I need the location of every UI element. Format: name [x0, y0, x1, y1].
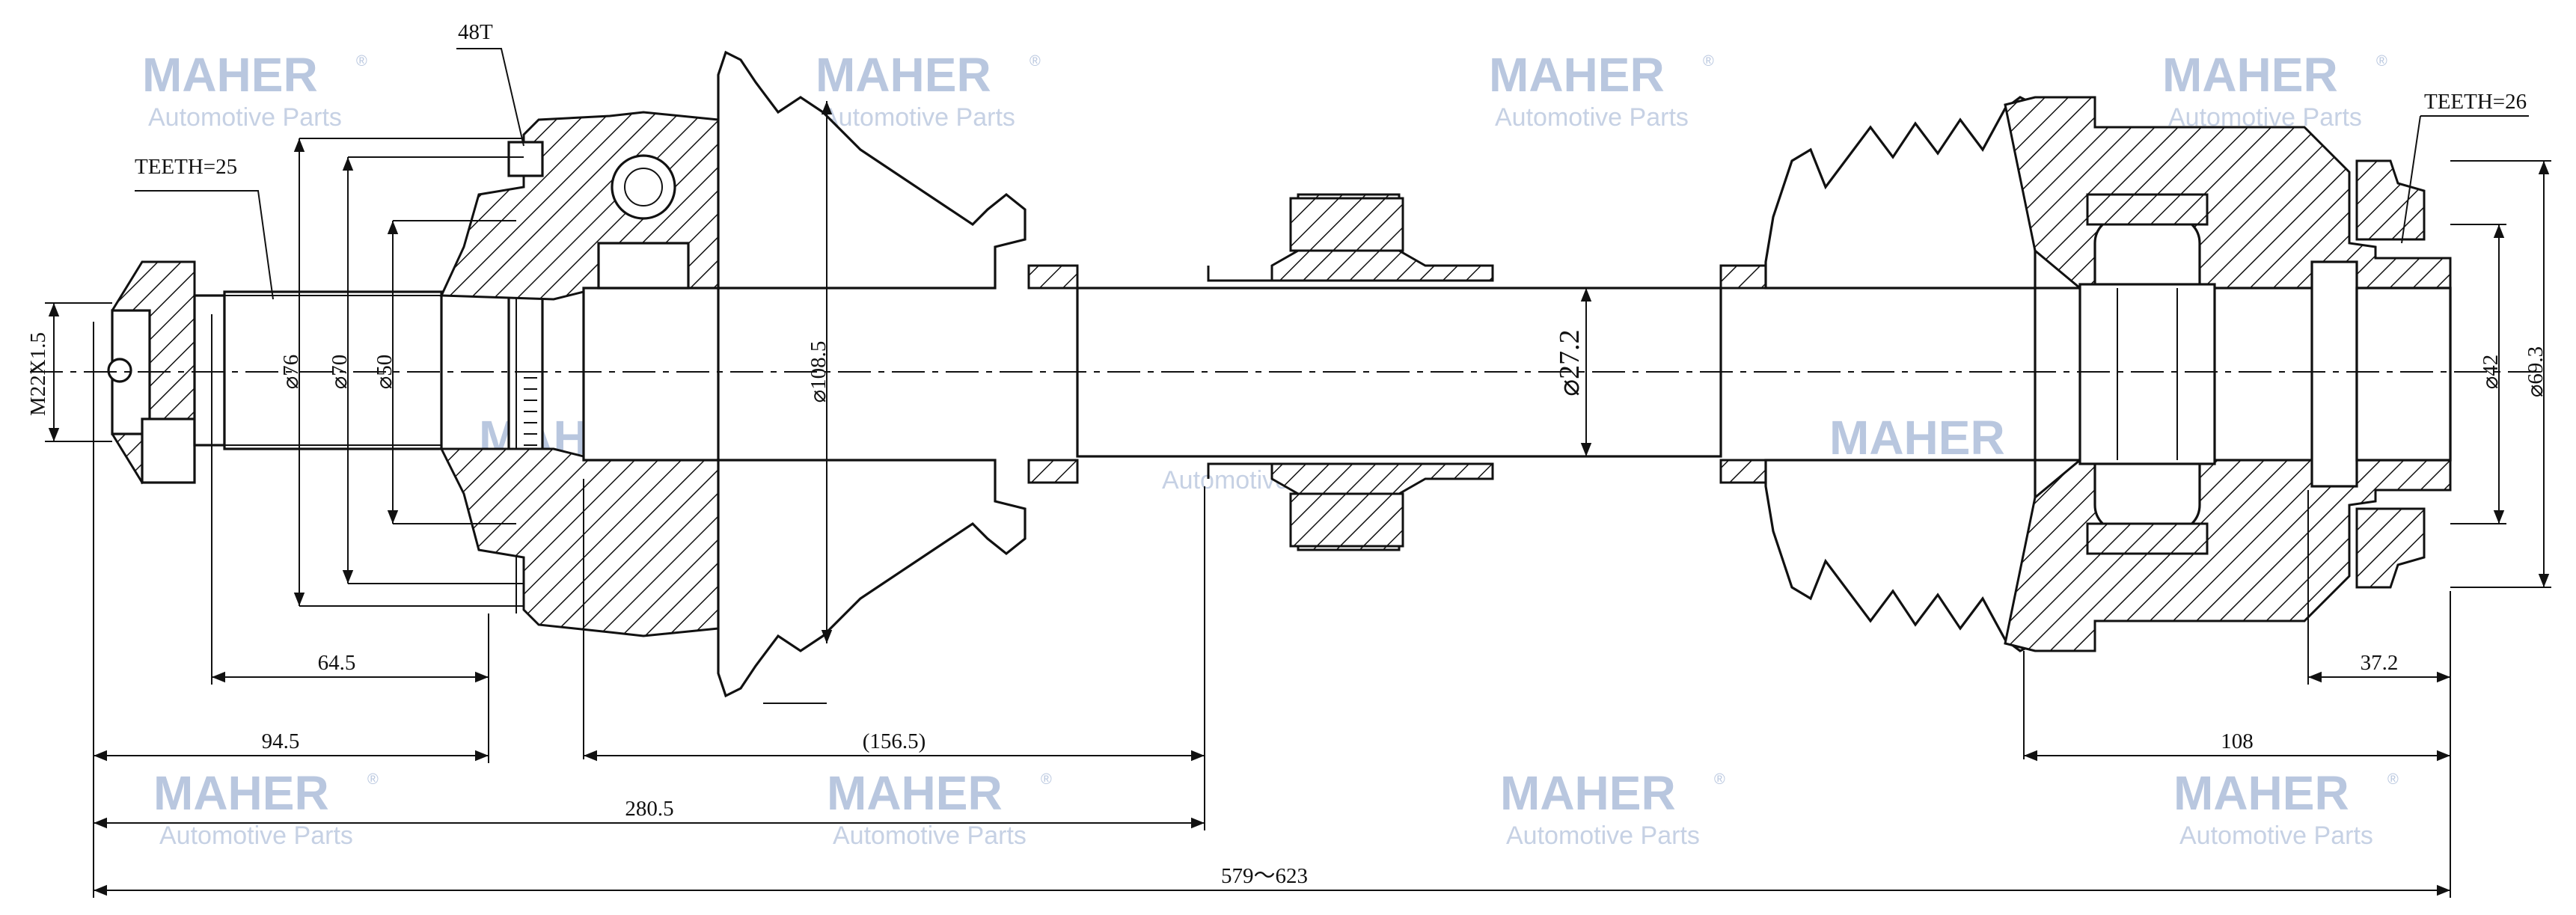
- len-108-label: 108: [2221, 729, 2254, 753]
- watermark-brand: MAHER: [142, 48, 318, 102]
- watermark-sub: Automotive Parts: [833, 821, 1027, 850]
- outer-boot: [717, 50, 1079, 698]
- watermark-brand: MAHER: [2162, 48, 2338, 102]
- dia-69-3-label: ⌀69.3: [2524, 346, 2548, 397]
- dia-42-label: ⌀42: [2479, 355, 2503, 389]
- damper: [1207, 193, 1494, 551]
- watermark-brand: MAHER: [816, 48, 991, 102]
- watermark: MAHER ® Automotive Parts: [827, 766, 1052, 850]
- watermark: MAHER ® Automotive Parts: [153, 766, 379, 850]
- len-280-5-label: 280.5: [625, 797, 673, 821]
- len-94-5-label: 94.5: [262, 729, 300, 753]
- watermark: MAHER ® Automotive Parts: [2173, 766, 2399, 850]
- dia-108-5-label: ⌀108.5: [807, 341, 830, 403]
- dia-70-label: ⌀70: [328, 355, 352, 389]
- watermark-reg: ®: [367, 771, 379, 788]
- watermark-brand: MAHER: [2173, 766, 2349, 820]
- dia-50-label: ⌀50: [373, 355, 397, 389]
- teeth-right-label: TEETH=26: [2424, 90, 2527, 114]
- len-64-5-label: 64.5: [318, 651, 356, 675]
- watermark: MAHER ® Automotive Parts: [1500, 766, 1725, 850]
- dimension-lines: [45, 48, 2551, 898]
- inner-boot: [1719, 96, 2037, 652]
- watermark-reg: ®: [2387, 771, 2399, 788]
- outer-stub: [107, 111, 720, 637]
- watermark-brand: MAHER: [1489, 48, 1665, 102]
- watermark: MAHER ® Automotive Parts: [816, 48, 1041, 132]
- watermark-brand: MAHER: [827, 766, 1003, 820]
- watermark-sub: Automotive Parts: [1506, 821, 1700, 850]
- teeth-left-label: TEETH=25: [135, 155, 237, 179]
- abs-ring-label: 48T: [458, 20, 493, 44]
- dia-27-2-label: ⌀27.2: [1554, 329, 1585, 396]
- thread-label: M22X1.5: [26, 332, 50, 416]
- watermark-brand: MAHER: [1500, 766, 1676, 820]
- watermark-sub: Automotive Parts: [822, 103, 1015, 132]
- watermark-brand: MAHER: [153, 766, 329, 820]
- dia-76-label: ⌀76: [279, 355, 303, 389]
- watermark-sub: Automotive Parts: [148, 103, 342, 132]
- watermark-brand: MAHER: [1829, 411, 2005, 465]
- watermark-reg: ®: [1030, 53, 1041, 70]
- len-156-5-label: (156.5): [863, 729, 926, 753]
- watermark-sub: Automotive Parts: [159, 821, 353, 850]
- watermark: MAHER ® Automotive Parts: [2162, 48, 2387, 132]
- watermark: MAHER ® Automotive Parts: [1489, 48, 1714, 132]
- watermark-sub: Automotive Parts: [2179, 821, 2373, 850]
- watermark-reg: ®: [1041, 771, 1052, 788]
- watermark-sub: Automotive Parts: [1495, 103, 1689, 132]
- len-37-2-label: 37.2: [2361, 651, 2399, 675]
- tripod-housing: [2004, 96, 2452, 652]
- watermark: MAHER ® Automotive Parts: [142, 48, 367, 132]
- dimension-labels: M22X1.5 ⌀76 ⌀70 ⌀50 ⌀108.5 ⌀27.2 ⌀42 ⌀69…: [26, 20, 2548, 888]
- len-579-623-label: 579～623: [1221, 864, 1308, 888]
- watermark-reg: ®: [1703, 53, 1714, 70]
- watermark-reg: ®: [2376, 53, 2387, 70]
- watermark-reg: ®: [356, 53, 367, 70]
- watermark-reg: ®: [1714, 771, 1725, 788]
